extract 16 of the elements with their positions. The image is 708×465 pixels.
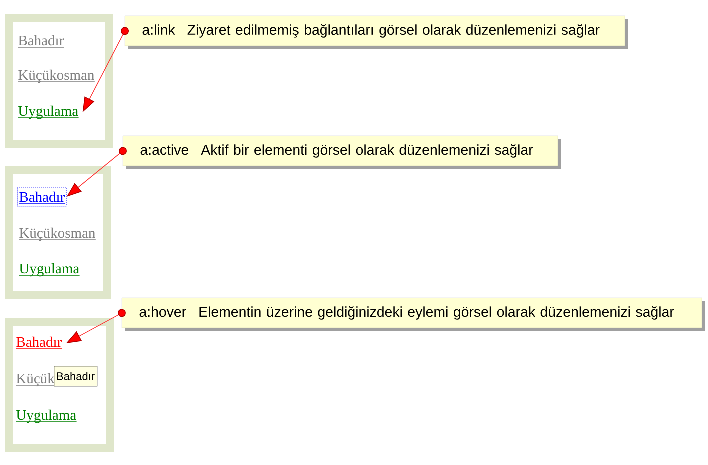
tooltip: Bahadır <box>54 366 98 387</box>
panel <box>5 166 111 299</box>
link: Uygulama <box>16 410 78 424</box>
link: Uygulama <box>18 263 80 277</box>
callout-box: a:hover Elementin üzerine geldiğinizdeki eylemi görsel olarak düzenlemenizi sağlar <box>122 298 706 331</box>
panel <box>5 14 113 148</box>
callout-box: a:link Ziyaret edilmemiş bağlantıları görsel olarak düzenlemenizi sağlar <box>125 16 628 49</box>
link: Bahadır <box>16 336 63 350</box>
link: Küçükosman <box>18 228 96 242</box>
callout-box: a:active Aktif bir elementi görsel olarak düzenlemenizi sağlar <box>123 136 561 169</box>
link: Küçük <box>16 373 56 387</box>
link: Uygulama <box>18 106 80 120</box>
link: Küçükosman <box>18 70 96 84</box>
link: Bahadır <box>18 35 65 48</box>
panel <box>5 318 114 452</box>
link: Bahadır <box>18 187 67 207</box>
